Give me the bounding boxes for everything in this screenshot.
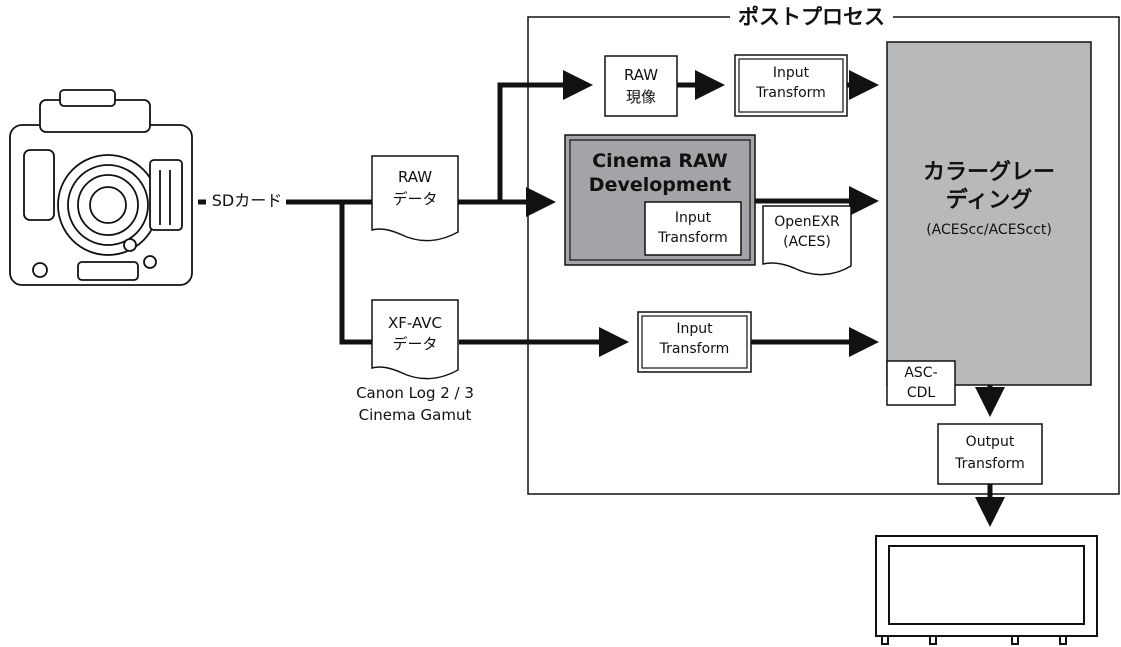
arrows	[459, 70, 1005, 527]
xfavc-data-label-2: データ	[392, 335, 438, 353]
grading-label-3: (ACEScc/ACEScct)	[926, 222, 1052, 238]
raw-develop-box	[604, 55, 678, 117]
grading-label-2: ディング	[945, 188, 1033, 213]
raw-data-label-1: RAW	[397, 168, 433, 186]
xfavc-data-document	[371, 299, 459, 380]
input-transform-inner-label-2: Transform	[658, 230, 728, 246]
xfavc-note-1: Canon Log 2 / 3	[356, 384, 474, 402]
openexr-label-1: OpenEXR	[774, 214, 840, 230]
grading-label-1: カラーグレー	[922, 160, 1055, 185]
input-transform-bottom-box	[637, 311, 752, 373]
output-transform-box	[937, 423, 1043, 485]
asc-cdl-label-1: ASC-	[904, 365, 938, 381]
input-transform-bottom-label-1: Input	[676, 321, 713, 337]
raw-data-label-2: データ	[392, 190, 438, 208]
asc-cdl-label-2: CDL	[906, 385, 936, 401]
post-process-title: ポストプロセス	[730, 4, 893, 30]
sd-card-label: SDカード	[211, 191, 283, 210]
xfavc-note-2: Cinema Gamut	[358, 406, 472, 424]
openexr-document	[762, 205, 852, 276]
input-transform-top-label-1: Input	[772, 65, 810, 81]
raw-data-document	[371, 155, 459, 242]
input-transform-bottom-label-2: Transform	[659, 341, 730, 357]
cinema-raw-label-2: Development	[588, 174, 732, 196]
cinema-raw-label-1: Cinema RAW	[592, 150, 728, 172]
xfavc-data-label-1: XF-AVC	[387, 314, 443, 332]
input-transform-top-box	[734, 54, 848, 117]
grading-box	[886, 41, 1092, 386]
monitor-icon	[875, 535, 1098, 645]
camera-icon	[9, 89, 193, 286]
input-transform-top-label-2: Transform	[756, 85, 826, 101]
input-transform-inner-label-1: Input	[674, 210, 712, 226]
output-transform-label-1: Output	[965, 434, 1015, 450]
raw-develop-label-2: 現像	[625, 88, 656, 106]
raw-develop-label-1: RAW	[623, 66, 659, 84]
output-transform-label-2: Transform	[955, 456, 1025, 472]
openexr-label-2: (ACES)	[783, 234, 831, 250]
asc-cdl-box	[886, 360, 956, 406]
input-transform-inner-box	[644, 201, 742, 256]
